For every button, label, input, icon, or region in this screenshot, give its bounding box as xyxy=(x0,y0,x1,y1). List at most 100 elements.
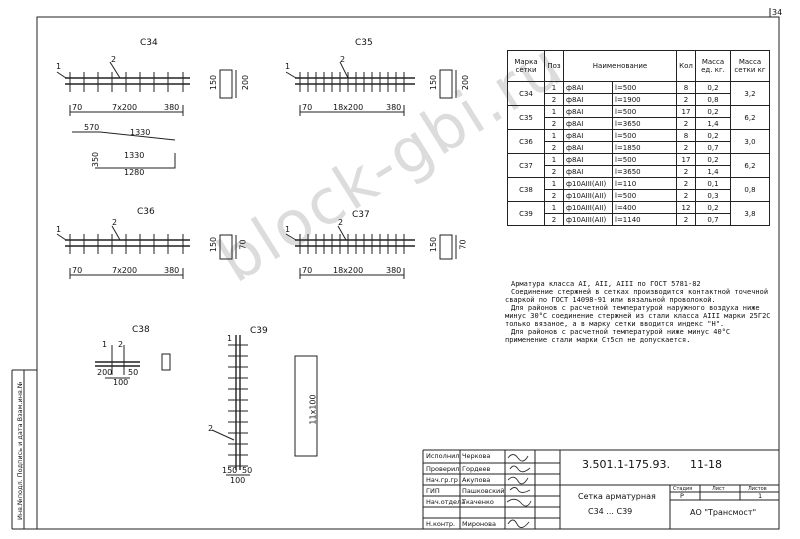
c37-sec-dim-1: 150 xyxy=(429,236,439,253)
c36-pos1: 1 xyxy=(56,225,62,234)
side-stamp: Инв.№подл. Подпись и дата Взам.инв.№ xyxy=(16,381,24,520)
table-row: С39 1 ф10АIII(АII) l=400 12 0,2 3,8 xyxy=(507,201,770,226)
spec-pos: 2 xyxy=(544,213,564,226)
c36-dim-main: 7х200 xyxy=(112,266,138,275)
spec-pos: 1 xyxy=(544,201,564,214)
table-row: 2 ф8АI l=3650 2 1,4 xyxy=(508,165,770,178)
spec-length: l=500 xyxy=(612,153,677,166)
spec-unit-mass: 0,2 xyxy=(695,129,731,142)
spec-qty: 17 xyxy=(676,153,696,166)
spec-qty: 2 xyxy=(676,213,696,226)
role-name: Миронова xyxy=(462,520,496,528)
spec-length: l=500 xyxy=(612,189,677,202)
spec-qty: 2 xyxy=(676,165,696,178)
spec-mark: С39 xyxy=(507,201,545,226)
spec-pos: 2 xyxy=(544,165,564,178)
c34-elevation xyxy=(56,61,190,116)
c35-dim-start: 70 xyxy=(302,103,313,112)
sheets-label: Листов xyxy=(748,486,767,492)
c35-dim-end: 380 xyxy=(386,103,402,112)
spec-unit-mass: 1,4 xyxy=(695,117,731,130)
spec-name: ф8АI xyxy=(563,105,613,118)
spec-header-unit-mass: Масса ед. кг. xyxy=(695,50,731,82)
role-label: Нач.отдела xyxy=(426,498,466,506)
spec-qty: 2 xyxy=(676,189,696,202)
note-4: Для районов с расчетной температурой ниж… xyxy=(505,328,731,344)
spec-unit-mass: 0,7 xyxy=(695,213,731,226)
c37-sec-dim-2: 70 xyxy=(458,239,468,250)
c34-dim-end: 380 xyxy=(164,103,180,112)
c38-title: С38 xyxy=(132,325,150,335)
table-row: 2 ф10АIII(АII) l=500 2 0,3 xyxy=(508,189,770,202)
c36-section xyxy=(219,234,237,260)
role-name: Пашковский xyxy=(462,487,505,495)
spec-length: l=500 xyxy=(612,81,677,94)
page-number: 34 xyxy=(772,8,783,17)
c39-drawing xyxy=(211,335,318,476)
spec-unit-mass: 0,2 xyxy=(695,81,731,94)
note-3: Для районов с расчетной температурой нар… xyxy=(505,304,771,328)
c37-dim-start: 70 xyxy=(302,266,313,275)
spec-name: ф10АIII(АII) xyxy=(563,201,613,214)
spec-total-mass: 0,8 xyxy=(730,177,770,202)
spec-header-total-mass: Масса сетки кг xyxy=(730,50,770,82)
spec-qty: 2 xyxy=(676,93,696,106)
role-name: Гордеев xyxy=(462,465,491,473)
note-1: Арматура класса АI, АII, АIII по ГОСТ 57… xyxy=(511,280,701,288)
c38-pos1: 1 xyxy=(102,340,108,349)
c36-dim-end: 380 xyxy=(164,266,180,275)
c35-title: С35 xyxy=(355,38,373,48)
c38-dim-3: 100 xyxy=(113,378,129,387)
spec-length: l=500 xyxy=(612,105,677,118)
spec-pos: 1 xyxy=(544,129,564,142)
c34-bend-b: 1330 xyxy=(130,128,151,137)
c39-dim-3: 100 xyxy=(230,476,246,485)
spec-unit-mass: 0,7 xyxy=(695,141,731,154)
spec-unit-mass: 0,3 xyxy=(695,189,731,202)
spec-pos: 2 xyxy=(544,189,564,202)
table-row: С38 1 ф10АIII(АII) l=110 2 0,1 0,8 xyxy=(507,177,770,202)
role-label: ГИП xyxy=(426,487,440,495)
c34-bend-a: 570 xyxy=(84,123,100,132)
notes-block: Арматура класса АI, АII, АIII по ГОСТ 57… xyxy=(505,280,775,344)
c39-pos2: 2 xyxy=(208,424,214,433)
organization: АО "Трансмост" xyxy=(690,508,757,517)
stage-label: Стадия xyxy=(673,486,693,492)
stage-value: Р xyxy=(680,492,684,500)
c36-title: С36 xyxy=(137,207,155,217)
c35-pos2: 2 xyxy=(340,55,346,64)
spec-length: l=1140 xyxy=(612,213,677,226)
role-label: Н.контр. xyxy=(426,520,456,528)
spec-total-mass: 6,2 xyxy=(730,105,770,130)
table-row: 2 ф10АIII(АII) l=1140 2 0,7 xyxy=(508,213,770,226)
spec-name: ф10АIII(АII) xyxy=(563,189,613,202)
spec-pos: 1 xyxy=(544,105,564,118)
spec-unit-mass: 0,2 xyxy=(695,201,731,214)
note-2: Соединение стержней в сетках производитс… xyxy=(505,288,769,304)
role-name: Акупова xyxy=(462,476,491,484)
spec-unit-mass: 0,2 xyxy=(695,105,731,118)
c38-drawing xyxy=(95,345,171,379)
c36-pos2: 2 xyxy=(112,218,118,227)
c34-dim-main: 7х200 xyxy=(112,103,138,112)
spec-pos: 2 xyxy=(544,141,564,154)
spec-name: ф8АI xyxy=(563,141,613,154)
sheet-title-line2: С34 ... С39 xyxy=(588,507,633,516)
spec-total-mass: 3,0 xyxy=(730,129,770,154)
table-row: 2 ф8АI l=1850 2 0,7 xyxy=(508,141,770,154)
c37-pos1: 1 xyxy=(285,225,291,234)
c34-section xyxy=(219,69,237,99)
spec-total-mass: 6,2 xyxy=(730,153,770,178)
spec-length: l=3650 xyxy=(612,117,677,130)
c37-elevation xyxy=(285,225,415,279)
c35-dim-main: 18х200 xyxy=(333,103,364,112)
c39-pos1: 1 xyxy=(227,334,233,343)
spec-length: l=1850 xyxy=(612,141,677,154)
spec-unit-mass: 0,2 xyxy=(695,153,731,166)
spec-name: ф10АIII(АII) xyxy=(563,213,613,226)
c34-bend-e: 350 xyxy=(91,151,101,168)
c37-section xyxy=(439,234,457,260)
c39-title: С39 xyxy=(250,326,268,336)
spec-mark: С38 xyxy=(507,177,545,202)
